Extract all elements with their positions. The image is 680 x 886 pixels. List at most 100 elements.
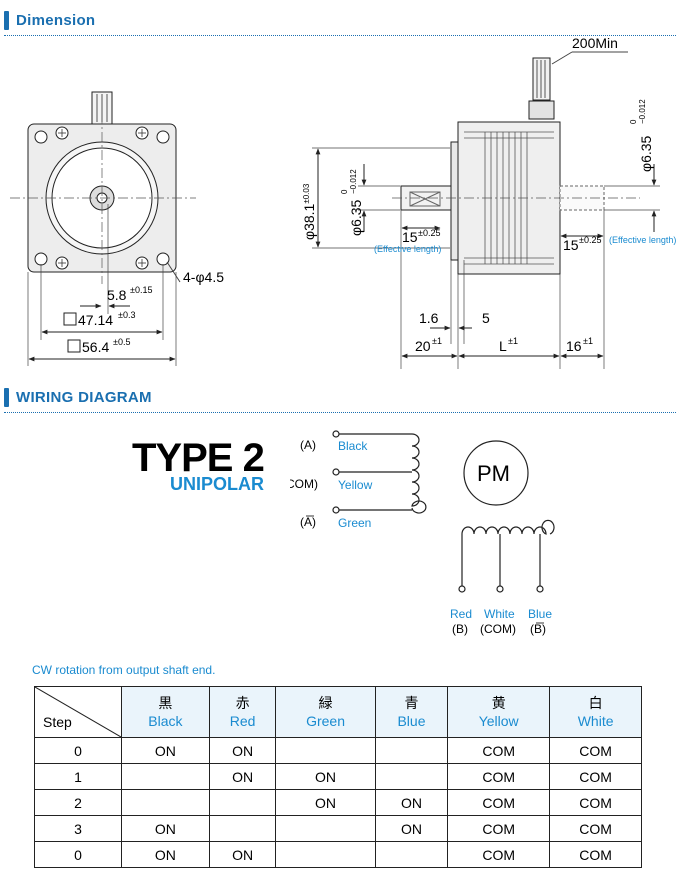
- table-cell: ON: [121, 815, 210, 842]
- rear-shaft-dia-label: φ6.35: [638, 135, 654, 172]
- section-title: Dimension: [16, 12, 96, 29]
- pilot-depth-dim: 5: [482, 310, 490, 326]
- table-cell: [275, 841, 376, 868]
- section-marker: [4, 11, 9, 30]
- column-kanji: 緑: [318, 695, 333, 711]
- step-cell: 0: [34, 841, 122, 868]
- terminal-abar: (A): [300, 515, 316, 529]
- front-effective-note: (Effective length): [374, 244, 441, 254]
- terminal-com-lower: (COM): [480, 622, 516, 636]
- front-view: [10, 91, 196, 366]
- lower-coil: [461, 519, 555, 535]
- step-cell: 1: [34, 763, 122, 790]
- column-kanji: 黒: [158, 695, 173, 711]
- wire-blue-label: Blue: [528, 607, 552, 621]
- column-kanji: 青: [404, 695, 419, 711]
- table-cell: ON: [121, 841, 210, 868]
- rear-shaft-tol-lower: −0.012: [638, 99, 647, 124]
- wiring-section-header: WIRING DIAGRAM: [0, 386, 680, 413]
- column-kanji: 赤: [235, 695, 250, 711]
- front-shaft-tol: ±1: [432, 336, 442, 346]
- table-cell: [275, 815, 376, 842]
- table-row: 0 ON ON COM COM: [34, 737, 642, 764]
- column-name: Red: [229, 713, 256, 729]
- table-cell: COM: [447, 789, 551, 816]
- wiring-diagram: (A) (COM) (A) Black Yellow Green PM Red …: [290, 430, 555, 636]
- section-marker: [4, 388, 9, 407]
- section-divider: [4, 412, 676, 413]
- column-name: Blue: [397, 713, 426, 729]
- rear-effective-length: 15: [563, 237, 579, 253]
- front-effective-tol: ±0.25: [418, 228, 440, 238]
- step-cell: 2: [34, 789, 122, 816]
- table-cell: ON: [208, 841, 277, 868]
- table-cell: [208, 815, 277, 842]
- rear-effective-tol: ±0.25: [579, 235, 601, 245]
- column-kanji: 黄: [491, 695, 506, 711]
- rear-shaft-tol-upper: 0: [629, 119, 638, 124]
- flange-thickness-dim: 1.6: [419, 310, 439, 326]
- hole-spec-label: 4-φ4.5: [183, 269, 224, 285]
- table-cell: ON: [275, 789, 376, 816]
- rotation-note: CW rotation from output shaft end.: [32, 663, 216, 677]
- table-cell: ON: [208, 737, 277, 764]
- shaft-dia-label: φ6.35: [348, 199, 364, 236]
- pm-rotor: [463, 440, 529, 506]
- table-cell: ON: [374, 815, 449, 842]
- column-header-black: 黒 Black: [121, 686, 210, 738]
- table-cell: ON: [374, 789, 449, 816]
- shaft-dia-tol-lower: −0.012: [349, 169, 358, 194]
- terminal-b: (B): [452, 622, 468, 636]
- table-cell: COM: [447, 737, 551, 764]
- column-header-green: 緑 Green: [275, 686, 376, 738]
- table-row: 2 ON ON COM COM: [34, 789, 642, 816]
- column-header-yellow: 黄 Yellow: [447, 686, 551, 738]
- pm-label: PM: [477, 461, 510, 486]
- table-cell: [208, 789, 277, 816]
- body-size-tol: ±0.5: [113, 337, 130, 347]
- table-cell: COM: [447, 815, 551, 842]
- table-cell: COM: [549, 841, 642, 868]
- column-name: Yellow: [478, 713, 519, 729]
- table-cell: [121, 789, 210, 816]
- step-cell: 3: [34, 815, 122, 842]
- table-cell: ON: [208, 763, 277, 790]
- table-row: 0 ON ON COM COM: [34, 841, 642, 868]
- column-kanji: 白: [588, 695, 603, 711]
- column-name: Black: [148, 713, 183, 729]
- table-cell: COM: [549, 763, 642, 790]
- wire-red-label: Red: [450, 607, 472, 621]
- table-cell: [374, 737, 449, 764]
- wiring-kind-label: UNIPOLAR: [170, 474, 264, 494]
- column-header-white: 白 White: [549, 686, 642, 738]
- body-size-dim: 56.4: [82, 339, 109, 355]
- step-header-cell: Step: [34, 686, 122, 738]
- section-title: WIRING DIAGRAM: [16, 389, 152, 406]
- section-divider: [4, 35, 676, 36]
- terminal-com: (COM): [290, 477, 318, 491]
- pilot-dia-label: φ38.1±0.03: [301, 183, 317, 240]
- table-row: 3 ON ON COM COM: [34, 815, 642, 842]
- column-header-red: 赤 Red: [208, 686, 277, 738]
- shaft-dia-tol-upper: 0: [340, 189, 349, 194]
- rear-shaft-tol: ±1: [583, 336, 593, 346]
- dimension-section-header: Dimension: [0, 9, 680, 36]
- column-name: White: [577, 713, 614, 729]
- table-cell: [374, 841, 449, 868]
- table-cell: [121, 763, 210, 790]
- column-name: Green: [306, 713, 346, 729]
- step-header-label: Step: [43, 714, 72, 730]
- wire-white-label: White: [484, 607, 515, 621]
- table-cell: COM: [447, 841, 551, 868]
- side-view: [312, 51, 660, 369]
- terminal-a: (A): [300, 438, 316, 452]
- step-cell: 0: [34, 737, 122, 764]
- hole-pitch-dim: 47.14: [78, 312, 113, 328]
- rear-effective-note: (Effective length): [609, 235, 676, 245]
- upper-coil: [411, 433, 427, 514]
- front-shaft-length: 20: [415, 338, 431, 354]
- body-length: L: [499, 338, 507, 354]
- wire-green-label: Green: [338, 516, 371, 530]
- table-cell: COM: [549, 737, 642, 764]
- wire-yellow-label: Yellow: [338, 478, 373, 492]
